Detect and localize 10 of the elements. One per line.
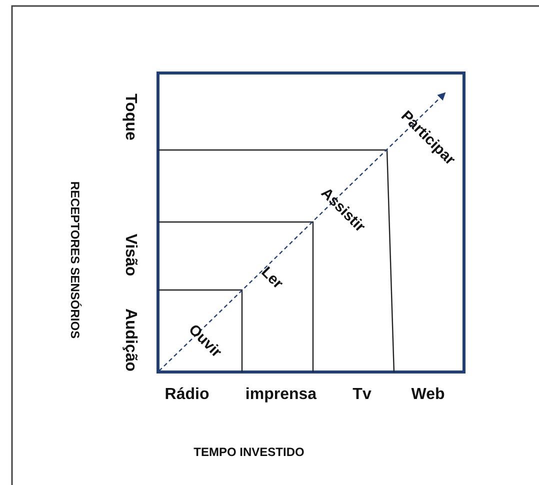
- axis-title: TEMPO INVESTIDO: [194, 446, 304, 458]
- axis-title: RECEPTORES SENSÓRIOS: [69, 181, 81, 339]
- axis-label: imprensa: [245, 387, 317, 403]
- axis-label: Web: [411, 387, 445, 403]
- axis-label: Rádio: [164, 387, 210, 403]
- stage-label: Ler: [258, 264, 286, 292]
- axis-label: Visão: [122, 234, 138, 276]
- axis-label: Toque: [122, 94, 138, 140]
- axis-label: Audição: [122, 308, 138, 372]
- axis-label: Tv: [352, 387, 372, 403]
